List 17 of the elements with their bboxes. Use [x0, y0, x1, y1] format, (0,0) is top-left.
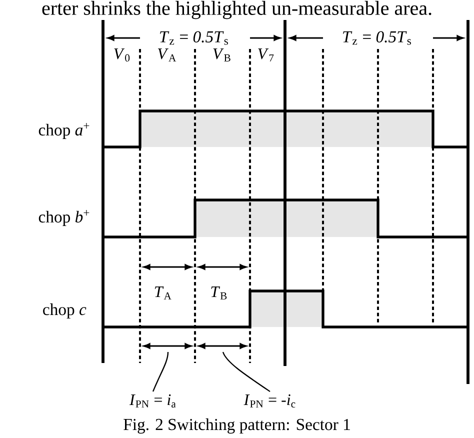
current-label: I$_{PN}$ = -i$_{c}$ — [244, 394, 296, 408]
leader-line — [152, 352, 169, 392]
duration-label: T$_{z}$ = 0.5T$_{s}$ — [160, 31, 228, 45]
vector-label: V$_{B}$ — [213, 48, 230, 62]
leader-line — [222, 352, 270, 392]
vector-label: V$_{0}$ — [114, 48, 130, 62]
signal-label: chop c — [43, 303, 86, 319]
current-label: I$_{PN}$ = i$_{a}$ — [129, 394, 176, 408]
body-text: erter shrinks the highlighted un-measurable area. — [42, 0, 432, 20]
interval-label: T$_{B}$ — [211, 286, 227, 300]
signal-label: chop b$^{+}$ — [38, 210, 90, 226]
signal-label: chop a$^{+}$ — [38, 123, 90, 139]
figure-caption: Fig. 2 Switching pattern: Sector 1 — [124, 418, 350, 434]
duration-label: T$_{z}$ = 0.5T$_{s}$ — [343, 31, 411, 45]
vector-label: V$_{A}$ — [158, 48, 176, 62]
vector-label: V$_{7}$ — [258, 48, 274, 62]
interval-label: T$_{A}$ — [154, 286, 172, 300]
